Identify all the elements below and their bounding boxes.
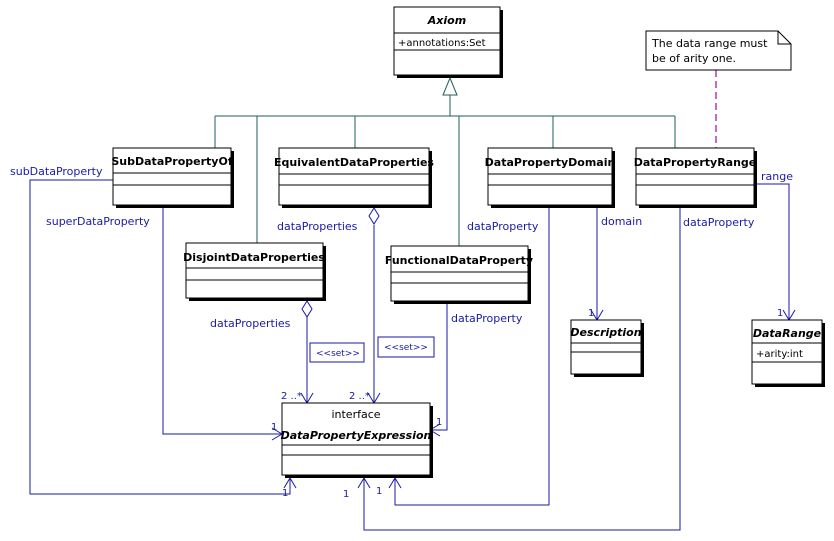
role-range: range xyxy=(761,170,793,183)
set-stereotype-label: <<set>> xyxy=(316,349,360,359)
class-axiom[interactable]: Axiom +annotations:Set xyxy=(393,6,503,78)
multiplicity-domain-property: 1 xyxy=(376,486,382,497)
role-data-property-functional: dataProperty xyxy=(451,312,523,325)
multiplicity-description: 1 xyxy=(588,308,594,319)
note-line-1: The data range must xyxy=(651,37,768,50)
class-name: SubDataPropertyOf xyxy=(111,155,232,168)
range-data-property-line xyxy=(363,206,681,531)
class-name: DataRange xyxy=(753,327,822,340)
class-disjoint-data-properties[interactable]: DisjointDataProperties xyxy=(183,242,326,301)
multiplicity-super: 1 xyxy=(271,422,277,433)
class-name: Axiom xyxy=(427,14,466,27)
generalization-arrowhead xyxy=(442,76,458,96)
class-data-range[interactable]: DataRange +arity:int xyxy=(751,319,825,387)
multiplicity-sub: 1 xyxy=(282,488,288,499)
interface-data-property-expression[interactable]: interface DataPropertyExpression xyxy=(281,402,433,478)
aggregation-diamond xyxy=(301,300,313,318)
generalization-tree xyxy=(214,76,676,246)
class-name: FunctionalDataProperty xyxy=(385,254,533,267)
constraint-note: The data range must be of arity one. xyxy=(645,30,792,71)
class-equivalent-data-properties[interactable]: EquivalentDataProperties xyxy=(274,147,434,208)
role-data-property-domain: dataProperty xyxy=(467,220,539,233)
super-data-property-line xyxy=(162,206,282,435)
role-domain: domain xyxy=(601,215,642,228)
multiplicity-functional: 1 xyxy=(436,417,442,428)
class-name: EquivalentDataProperties xyxy=(274,156,434,169)
set-stereotype-box xyxy=(377,336,435,358)
class-name: Description xyxy=(570,326,641,339)
role-data-properties-disjoint: dataProperties xyxy=(210,317,291,330)
class-sub-data-property-of[interactable]: SubDataPropertyOf xyxy=(111,147,234,208)
domain-data-property-line xyxy=(394,206,550,506)
note-line-2: be of arity one. xyxy=(652,52,736,65)
range-line xyxy=(754,183,790,320)
role-sub-data-property: subDataProperty xyxy=(10,165,103,178)
multiplicity-disjoint: 2 ..* xyxy=(281,391,302,402)
class-attribute: +annotations:Set xyxy=(398,38,486,49)
aggregation-diamond xyxy=(368,207,380,225)
multiplicity-data-range: 1 xyxy=(777,308,783,319)
role-data-property-range: dataProperty xyxy=(683,216,755,229)
multiplicity-range-property: 1 xyxy=(343,489,349,500)
set-stereotype-label: <<set>> xyxy=(384,343,428,353)
class-description[interactable]: Description xyxy=(570,319,644,377)
class-functional-data-property[interactable]: FunctionalDataProperty xyxy=(385,245,533,304)
class-name: DataPropertyDomain xyxy=(485,156,616,169)
functional-data-property-line xyxy=(430,302,448,431)
class-name: DataPropertyExpression xyxy=(281,429,432,442)
class-name: DataPropertyRange xyxy=(634,156,757,169)
multiplicity-equivalent: 2 ..* xyxy=(349,391,370,402)
interface-stereotype: interface xyxy=(331,408,380,421)
role-super-data-property: superDataProperty xyxy=(46,215,150,228)
class-data-property-domain[interactable]: DataPropertyDomain xyxy=(485,147,616,208)
class-name: DisjointDataProperties xyxy=(183,251,325,264)
set-stereotype-box xyxy=(309,342,365,363)
sub-data-property-line xyxy=(29,179,291,495)
role-data-properties-equivalent: dataProperties xyxy=(277,220,358,233)
class-data-property-range[interactable]: DataPropertyRange xyxy=(634,147,757,208)
class-attribute: +arity:int xyxy=(756,349,803,360)
